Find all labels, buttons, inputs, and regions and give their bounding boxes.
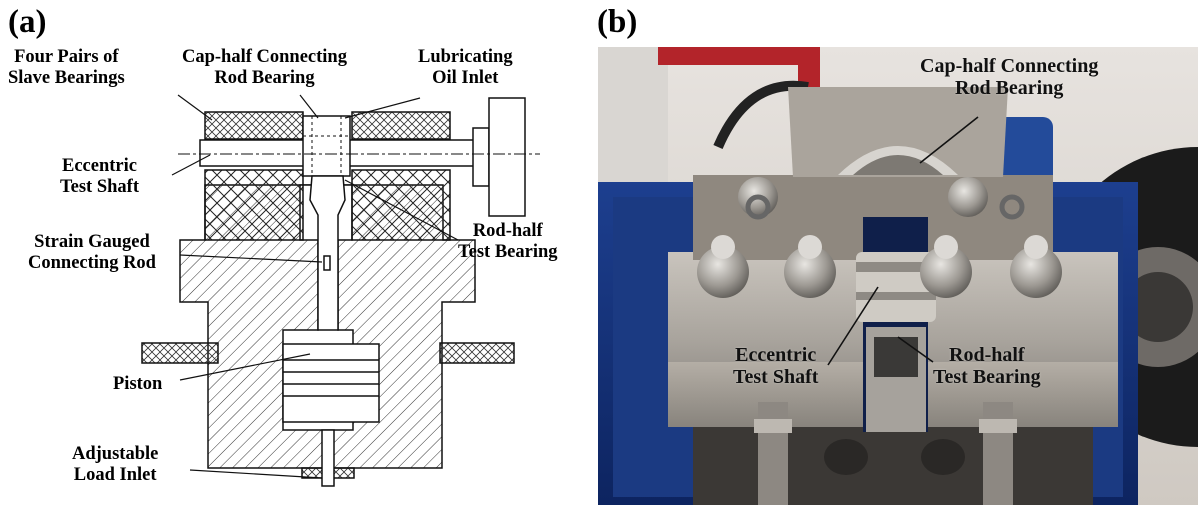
test-rig-cross-section-diagram: [141, 94, 540, 487]
test-rig-photo-illustration: [598, 47, 1198, 505]
photo-leader-cap-half: [919, 116, 979, 164]
leader-slave-bearings: [177, 94, 213, 121]
photo-leader-rod-half: [897, 336, 934, 363]
panel-b-label: (b): [597, 4, 638, 40]
housing-nuts: [697, 177, 1062, 298]
leader-oil-inlet: [344, 97, 421, 119]
slave-bearing-top-left: [204, 111, 304, 140]
panel-a-label: (a): [8, 4, 47, 40]
mount-plate-right: [439, 342, 515, 364]
leader-eccentric: [171, 154, 211, 176]
mount-plate-left: [141, 342, 219, 364]
piston: [282, 343, 380, 423]
leader-rod-half: [344, 179, 459, 241]
label-piston: Piston: [113, 374, 163, 394]
photo-leader-eccentric: [827, 286, 879, 366]
shaft-flange: [472, 127, 490, 187]
slave-bearing-lower-left: [204, 169, 304, 241]
shaft-pulley: [488, 97, 526, 217]
strain-gauge: [323, 255, 331, 271]
slave-bearing-lower-right: [351, 169, 451, 241]
leader-load-inlet: [189, 469, 323, 479]
connecting-rod: [309, 175, 346, 331]
photo-leader-lines: [827, 116, 979, 366]
load-inlet-stem: [321, 429, 335, 487]
slave-bearing-top-right: [351, 111, 451, 140]
leader-cap-half: [299, 94, 319, 119]
big-end-cap: [302, 115, 351, 177]
leader-connecting-rod: [179, 254, 323, 263]
leader-piston: [179, 353, 311, 381]
